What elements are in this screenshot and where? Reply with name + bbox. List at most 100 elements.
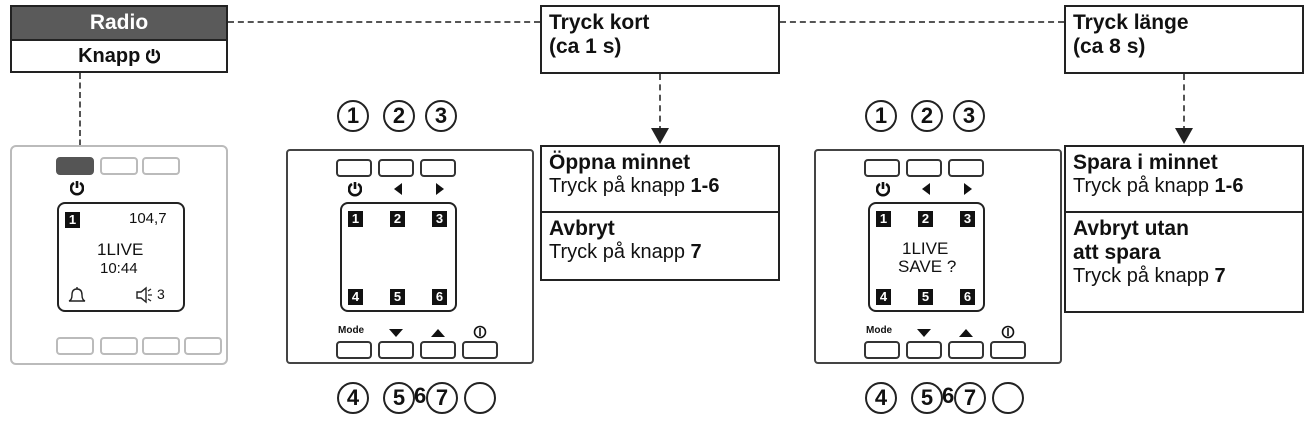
cancel-title: Avbryt [549, 217, 615, 240]
function-button[interactable] [184, 337, 222, 355]
info-button[interactable] [462, 341, 498, 359]
preset-number: 5 [918, 289, 933, 305]
radio-tab-title: Radio [12, 7, 226, 39]
button-label-1: 1 [865, 100, 897, 132]
button-label-empty [992, 382, 1024, 414]
function-button[interactable] [100, 337, 138, 355]
connector-line [659, 74, 661, 132]
button-label-5: 5 [911, 382, 943, 414]
power-icon [876, 182, 890, 197]
power-icon [145, 49, 161, 64]
function-button[interactable] [56, 337, 94, 355]
short-press-header: Tryck kort (ca 1 s) [540, 5, 780, 74]
preset-button-active[interactable] [56, 157, 94, 175]
arrow-down-icon [917, 329, 931, 337]
long-press-title: Tryck länge [1073, 11, 1189, 34]
connector-line [228, 21, 540, 23]
button-label-1: 1 [337, 100, 369, 132]
knapp-label: Knapp [78, 45, 141, 67]
up-button[interactable] [948, 341, 984, 359]
down-button[interactable] [378, 341, 414, 359]
button-label-3: 3 [953, 100, 985, 132]
save-memory-instruction: Tryck på knapp 1-6 [1073, 175, 1244, 197]
mode-label: Mode [338, 325, 365, 336]
radio-title: Radio [89, 11, 149, 34]
mode-label: Mode [866, 325, 893, 336]
open-memory-instruction: Tryck på knapp 1-6 [549, 175, 720, 197]
preset-number: 5 [390, 289, 405, 305]
preset-button[interactable] [142, 157, 180, 175]
save-memory-section: Spara i minnet Tryck på knapp 1-6 [1066, 147, 1302, 213]
short-press-actions: Öppna minnet Tryck på knapp 1-6 Avbryt T… [540, 145, 780, 281]
info-icon [473, 325, 487, 339]
mode-button[interactable] [336, 341, 372, 359]
arrow-down-icon [651, 128, 669, 144]
station-name: 1LIVE [97, 240, 144, 259]
button-label-7: 7 [426, 382, 458, 414]
open-memory-title: Öppna minnet [549, 151, 691, 174]
preset-button-1[interactable] [336, 159, 372, 177]
arrow-down-icon [1175, 128, 1193, 144]
connector-line [79, 73, 81, 155]
cancel-without-save-section: Avbryt utan att spara Tryck på knapp 7 [1066, 213, 1302, 311]
short-press-duration: (ca 1 s) [549, 35, 622, 58]
cancel-without-save-title-1: Avbryt utan [1073, 217, 1189, 240]
preset-number: 4 [876, 289, 891, 305]
button-label-2: 2 [911, 100, 943, 132]
power-icon [70, 181, 84, 196]
clock-time: 10:44 [100, 260, 138, 277]
arrow-right-icon [436, 183, 444, 195]
speaker-icon [136, 286, 152, 304]
up-button[interactable] [420, 341, 456, 359]
preset-number: 2 [390, 211, 405, 227]
preset-button-2[interactable] [906, 159, 942, 177]
down-button[interactable] [906, 341, 942, 359]
long-press-actions: Spara i minnet Tryck på knapp 1-6 Avbryt… [1064, 145, 1304, 313]
cancel-section: Avbryt Tryck på knapp 7 [542, 213, 778, 279]
station-name: 1LIVE [902, 239, 949, 258]
button-label-4: 4 [337, 382, 369, 414]
cancel-without-save-title-2: att spara [1073, 241, 1161, 264]
long-press-duration: (ca 8 s) [1073, 35, 1146, 58]
preset-number: 6 [432, 289, 447, 305]
preset-number-badge: 1 [65, 212, 80, 228]
info-button[interactable] [990, 341, 1026, 359]
display-screen: 1 2 3 1LIVE SAVE ? 4 5 6 [868, 202, 985, 312]
button-label-4: 4 [865, 382, 897, 414]
connector-line [780, 21, 1064, 23]
preset-button[interactable] [100, 157, 138, 175]
connector-line [1183, 74, 1185, 132]
mode-button[interactable] [864, 341, 900, 359]
display-screen: 1 2 3 4 5 6 [340, 202, 457, 312]
preset-number: 2 [918, 211, 933, 227]
cancel-without-save-instruction: Tryck på knapp 7 [1073, 265, 1226, 287]
frequency-readout: 104,7 [129, 210, 167, 227]
button-label-3: 3 [425, 100, 457, 132]
arrow-left-icon [394, 183, 402, 195]
preset-number: 3 [432, 211, 447, 227]
arrow-down-icon [389, 329, 403, 337]
bell-icon [68, 287, 86, 302]
long-press-header: Tryck länge (ca 8 s) [1064, 5, 1304, 74]
button-diagram-long: 1 2 3 1 2 3 1LIVE SAVE ? 4 5 6 Mode 4 5 … [814, 100, 1064, 420]
function-button[interactable] [142, 337, 180, 355]
save-memory-title: Spara i minnet [1073, 151, 1218, 174]
arrow-left-icon [922, 183, 930, 195]
button-label-5: 5 [383, 382, 415, 414]
preset-number: 1 [876, 211, 891, 227]
preset-button-2[interactable] [378, 159, 414, 177]
save-prompt: SAVE ? [898, 257, 957, 276]
preset-button-3[interactable] [420, 159, 456, 177]
volume-level: 3 [157, 286, 165, 302]
button-label-2: 2 [383, 100, 415, 132]
preset-number: 4 [348, 289, 363, 305]
arrow-up-icon [959, 329, 973, 337]
radio-device: 1 104,7 1LIVE 10:44 3 [10, 145, 228, 365]
preset-button-3[interactable] [948, 159, 984, 177]
button-label-7: 7 [954, 382, 986, 414]
button-diagram-short: 1 2 3 1 2 3 4 5 6 Mode 4 5 6 7 [286, 100, 536, 420]
preset-button-1[interactable] [864, 159, 900, 177]
radio-tab-subtitle: Knapp [12, 39, 226, 71]
short-press-title: Tryck kort [549, 11, 650, 34]
preset-number: 6 [960, 289, 975, 305]
